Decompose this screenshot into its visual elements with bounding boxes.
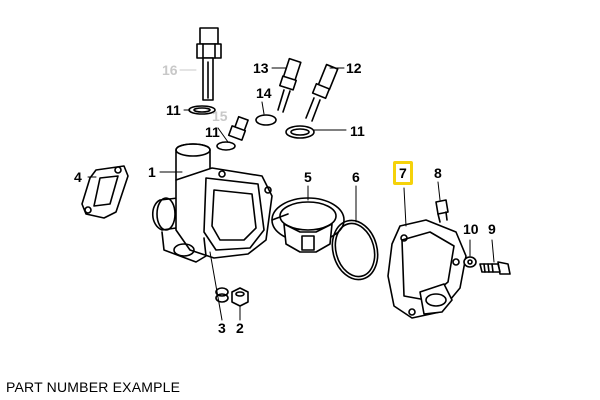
callout-3[interactable]: 3 — [218, 320, 226, 336]
bolt-part[interactable] — [479, 261, 511, 275]
sensor-12-part[interactable] — [305, 63, 339, 122]
callout-6[interactable]: 6 — [352, 169, 360, 185]
callout-4[interactable]: 4 — [74, 169, 82, 185]
caption-text: PART NUMBER EXAMPLE — [6, 379, 181, 395]
callout-15[interactable]: 15 — [212, 108, 228, 124]
callout-5[interactable]: 5 — [304, 169, 312, 185]
callout-13[interactable]: 13 — [253, 60, 269, 76]
temperature-sensor-part[interactable] — [196, 27, 222, 101]
callout-8[interactable]: 8 — [434, 165, 442, 181]
gasket-ring-part[interactable] — [285, 125, 315, 139]
leader-lines — [87, 67, 495, 321]
sensor-15-part[interactable] — [227, 115, 249, 141]
sensor-13-part[interactable] — [277, 57, 302, 113]
thermostat-part[interactable] — [271, 197, 345, 253]
highlight-box — [393, 161, 413, 185]
callout-11-right[interactable]: 11 — [350, 123, 365, 139]
washer-14-part[interactable] — [255, 114, 277, 126]
callout-11-middle[interactable]: 11 — [205, 124, 220, 140]
callout-14[interactable]: 14 — [256, 85, 272, 101]
callout-11-top[interactable]: 11 — [166, 102, 181, 118]
lock-washer-part[interactable] — [463, 256, 477, 268]
callout-2[interactable]: 2 — [236, 320, 244, 336]
callout-10[interactable]: 10 — [463, 221, 479, 237]
callout-16[interactable]: 16 — [162, 62, 178, 78]
callout-7[interactable]: 7 — [399, 165, 407, 181]
washer-part[interactable] — [215, 287, 229, 303]
nut-part[interactable] — [231, 287, 249, 307]
thermostat-cover-part[interactable] — [387, 219, 467, 319]
thermostat-housing-part[interactable] — [151, 143, 273, 263]
callout-12[interactable]: 12 — [346, 60, 362, 76]
thermostat-o-ring-part[interactable] — [326, 215, 384, 284]
callout-1[interactable]: 1 — [148, 164, 156, 180]
callout-9[interactable]: 9 — [488, 221, 496, 237]
flange-gasket-part[interactable] — [81, 165, 129, 219]
bleed-screw-part[interactable] — [435, 199, 449, 223]
